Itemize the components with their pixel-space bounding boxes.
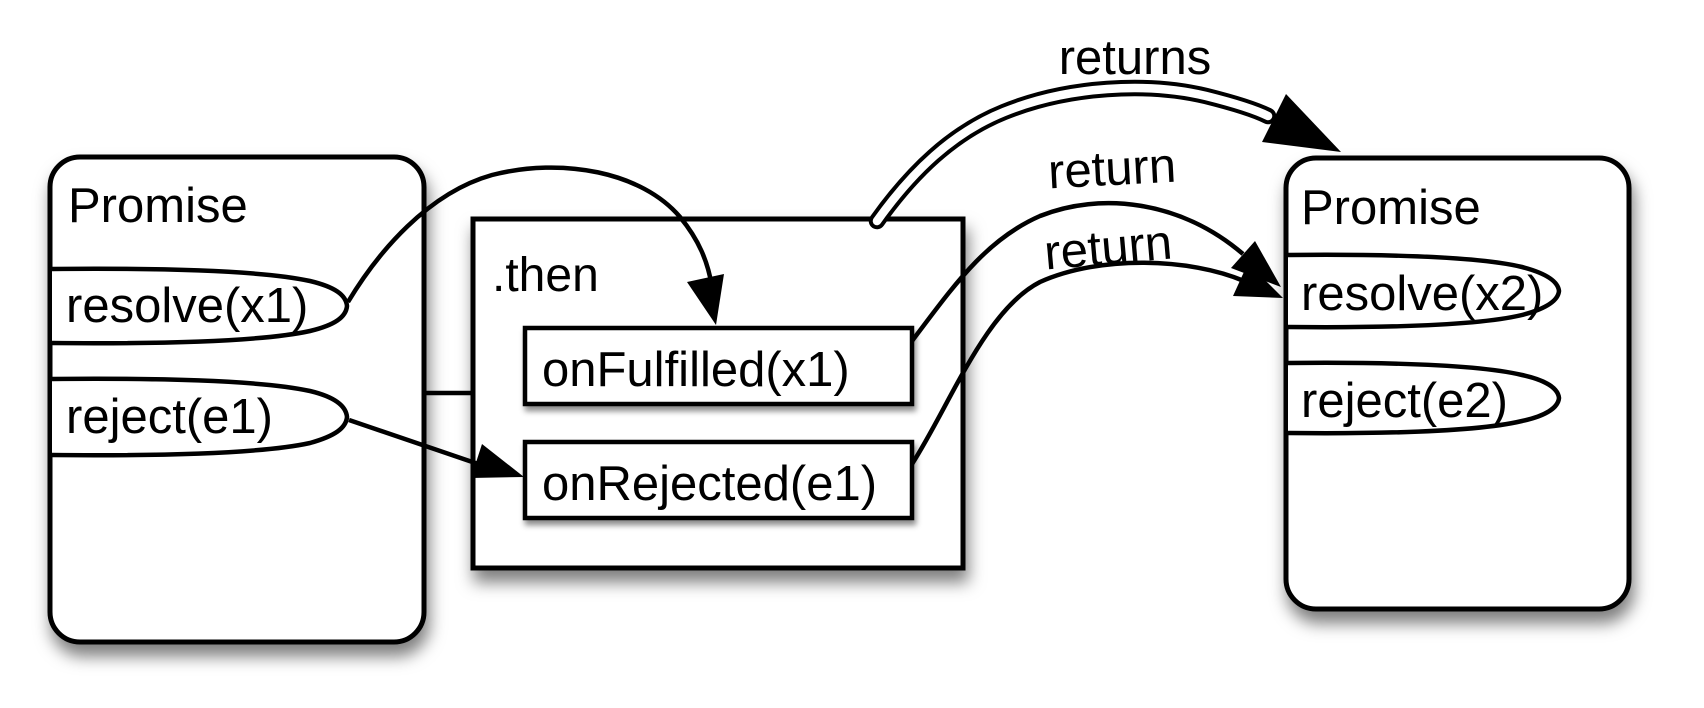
resolve-to-onfulfilled-arrowhead-icon xyxy=(687,274,724,325)
on-fulfilled-box xyxy=(522,325,915,407)
right-promise-title: Promise xyxy=(1301,181,1481,235)
return-fulfilled-label: return xyxy=(1047,139,1178,200)
then-returns-tube-inner xyxy=(872,83,1273,226)
onfulfilled-return-arrow xyxy=(910,200,1245,343)
on-rejected-label: onRejected(e1) xyxy=(542,457,877,511)
left-resolve-shape xyxy=(51,266,350,346)
left-promise-title: Promise xyxy=(68,179,248,233)
on-rejected-box xyxy=(522,439,915,521)
right-resolve-label: resolve(x2) xyxy=(1301,267,1543,321)
onfulfilled-return-arrowhead-icon xyxy=(1231,241,1281,287)
onrejected-return-arrow xyxy=(910,260,1245,466)
return-rejected-label: return xyxy=(1042,216,1174,281)
reject-to-onrejected-arrow xyxy=(348,417,491,471)
right-resolve-shape xyxy=(1287,252,1562,330)
right-reject-label: reject(e2) xyxy=(1301,374,1508,428)
left-reject-shape xyxy=(51,376,350,458)
left-resolve-label: resolve(x1) xyxy=(66,279,308,333)
onrejected-return-arrowhead-icon xyxy=(1233,263,1283,298)
then-title: .then xyxy=(492,249,599,302)
reject-to-onrejected-arrowhead-icon xyxy=(471,444,524,478)
resolve-to-onfulfilled-arrow xyxy=(346,165,715,304)
then-returns-arrowhead-icon xyxy=(1262,94,1341,152)
right-reject-shape xyxy=(1287,360,1562,436)
on-fulfilled-label: onFulfilled(x1) xyxy=(542,343,850,397)
returns-arrow-label: returns xyxy=(1059,31,1212,85)
left-reject-label: reject(e1) xyxy=(66,390,273,444)
